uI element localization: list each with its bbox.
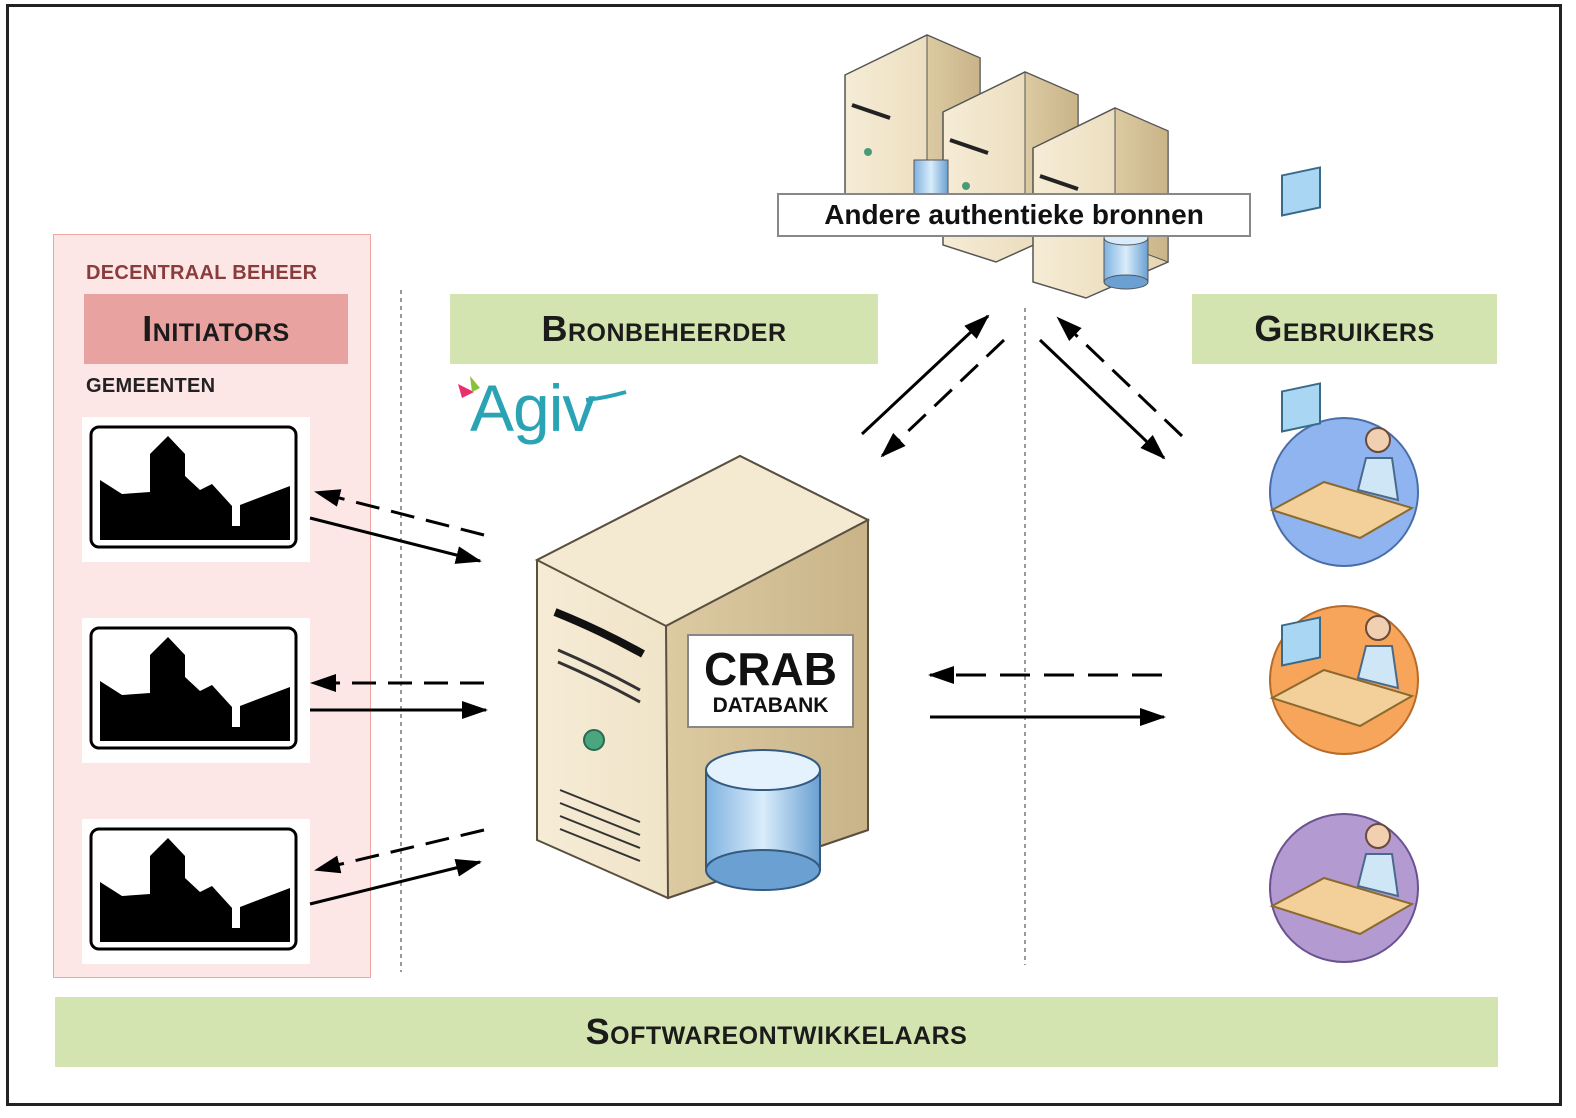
- arrow-external-to-users: [1038, 338, 1166, 460]
- arrow-gemeente-1-to-crab: [309, 516, 482, 564]
- gebruikers-header: Gebruikers: [1192, 294, 1497, 364]
- bronbeheerder-header: Bronbeheerder: [450, 294, 878, 364]
- arrow-users-to-external: [1056, 316, 1184, 438]
- agiv-logo-mark: [458, 376, 627, 402]
- arrow-crab-to-gemeente-3: [314, 828, 485, 874]
- gemeenten-label: GEMEENTEN: [86, 375, 216, 397]
- municipality-sign-3: [82, 819, 310, 964]
- municipality-sign-1: [82, 417, 310, 562]
- user-workstation-3: [1269, 616, 1419, 963]
- arrow-crab-to-external: [860, 314, 990, 436]
- crab-title: CRAB: [704, 643, 837, 695]
- user-workstation-1: [1269, 166, 1419, 567]
- softwareontwikkelaars-band: Softwareontwikkelaars: [55, 997, 1498, 1067]
- crab-databank-label: CRAB DATABANK: [687, 634, 854, 728]
- agiv-logo: Agiv: [470, 371, 595, 445]
- arrow-external-to-crab: [880, 338, 1006, 458]
- andere-authentieke-bronnen-label: Andere authentieke bronnen: [777, 193, 1251, 237]
- initiators-header: Initiators: [84, 294, 348, 364]
- arrow-crab-to-gemeente-1: [314, 489, 485, 537]
- decentraal-beheer-label: DECENTRAAL BEHEER: [86, 262, 318, 284]
- municipality-sign-2: [82, 618, 310, 763]
- crab-subtitle: DATABANK: [712, 694, 829, 717]
- server-cluster-icon: [844, 34, 1169, 299]
- arrow-gemeente-3-to-crab: [309, 859, 482, 906]
